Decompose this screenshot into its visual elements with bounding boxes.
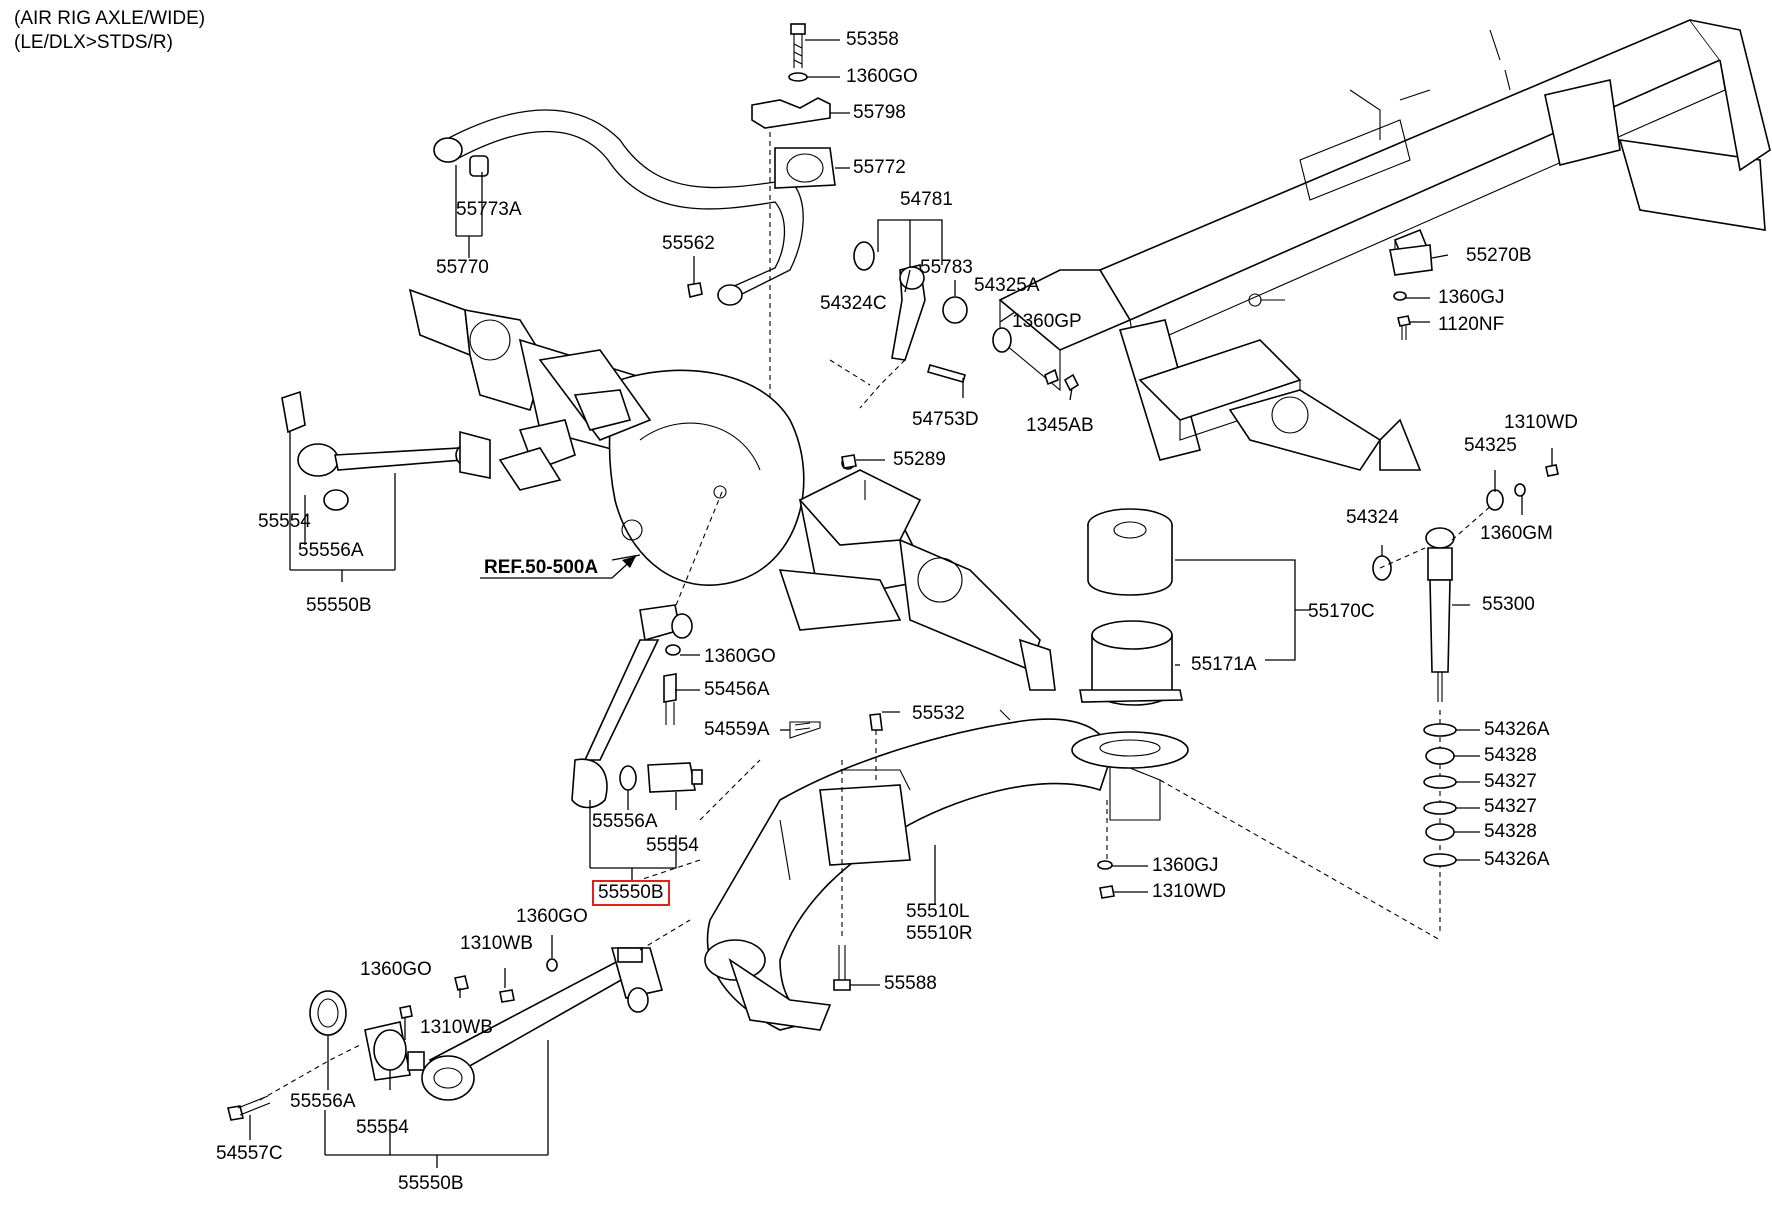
- part-label-54781[interactable]: 54781: [900, 189, 953, 210]
- diagram-title-line2: (LE/DLX>STDS/R): [14, 32, 173, 53]
- part-label-1310wb[interactable]: 1310WB: [460, 933, 533, 954]
- part-label-1120nf[interactable]: 1120NF: [1438, 314, 1505, 335]
- part-label-1360gj[interactable]: 1360GJ: [1438, 287, 1505, 308]
- part-label-55171a[interactable]: 55171A: [1191, 654, 1257, 675]
- nut-55562: [687, 282, 703, 298]
- part-label-54325a[interactable]: 54325A: [974, 275, 1040, 296]
- part-label-55798[interactable]: 55798: [853, 102, 906, 123]
- trailing-arm: [639, 709, 1441, 1031]
- part-label-55554[interactable]: 55554: [646, 835, 699, 856]
- part-label-55510r[interactable]: 55510R: [906, 923, 973, 944]
- part-label-1310wb[interactable]: 1310WB: [420, 1017, 493, 1038]
- diagram-title-line1: (AIR RIG AXLE/WIDE): [14, 8, 206, 29]
- part-label-55783[interactable]: 55783: [920, 257, 973, 278]
- part-label-55588[interactable]: 55588: [884, 973, 937, 994]
- part-label-1310wd[interactable]: 1310WD: [1152, 881, 1226, 902]
- part-label-54327[interactable]: 54327: [1484, 796, 1537, 817]
- part-label-55300[interactable]: 55300: [1482, 594, 1535, 615]
- part-label-55170c[interactable]: 55170C: [1308, 601, 1375, 622]
- part-label-1360go[interactable]: 1360GO: [846, 66, 918, 87]
- part-label-1360gp[interactable]: 1360GP: [1012, 311, 1082, 332]
- part-label-55550b[interactable]: 55550B: [398, 1173, 464, 1194]
- air-spring: [1071, 508, 1189, 769]
- part-label-54328[interactable]: 54328: [1484, 821, 1537, 842]
- stabilizer-bar: [433, 109, 804, 306]
- part-label-55556a[interactable]: 55556A: [592, 811, 658, 832]
- part-label-55550b[interactable]: 55550B: [306, 595, 372, 616]
- part-label-54324c[interactable]: 54324C: [820, 293, 887, 314]
- upper-control-arm: [571, 604, 821, 809]
- lateral-rod-lower: [227, 919, 691, 1121]
- stabilizer-link: [829, 241, 1080, 409]
- part-label-1360go[interactable]: 1360GO: [360, 959, 432, 980]
- part-label-54557c[interactable]: 54557C: [216, 1143, 283, 1164]
- part-label-55270b[interactable]: 55270B: [1466, 245, 1532, 266]
- leader-lines: [249, 39, 1553, 1168]
- part-label-55773a[interactable]: 55773A: [456, 199, 522, 220]
- part-label-1345ab[interactable]: 1345AB: [1026, 415, 1094, 436]
- shock-absorber: [1372, 464, 1559, 935]
- part-label-55562[interactable]: 55562: [662, 233, 715, 254]
- part-label-54325[interactable]: 54325: [1464, 435, 1517, 456]
- part-label-1360go[interactable]: 1360GO: [516, 906, 588, 927]
- part-label-1360go[interactable]: 1360GO: [704, 646, 776, 667]
- part-label-1360gm[interactable]: 1360GM: [1480, 523, 1553, 544]
- vehicle-frame: [998, 19, 1771, 471]
- part-label-55554[interactable]: 55554: [258, 511, 311, 532]
- part-label-55532[interactable]: 55532: [912, 703, 965, 724]
- part-label-54559a[interactable]: 54559A: [704, 719, 770, 740]
- part-label-54328[interactable]: 54328: [1484, 745, 1537, 766]
- hardware-misc: [833, 454, 1115, 991]
- part-label-55772[interactable]: 55772: [853, 157, 906, 178]
- part-label-54753d[interactable]: 54753D: [912, 409, 979, 430]
- reference-label[interactable]: REF.50-500A: [484, 557, 599, 578]
- part-label-55556a[interactable]: 55556A: [298, 540, 364, 561]
- ref-arrow: [480, 555, 637, 579]
- axle-housing: [408, 288, 1056, 701]
- part-label-55556a[interactable]: 55556A: [290, 1091, 356, 1112]
- part-label-55358[interactable]: 55358: [846, 29, 899, 50]
- part-label-54324[interactable]: 54324: [1346, 507, 1399, 528]
- bar-clamp-assembly: [751, 23, 836, 460]
- lateral-rod-upper: [281, 390, 562, 511]
- part-label-54327[interactable]: 54327: [1484, 771, 1537, 792]
- part-label-1360gj[interactable]: 1360GJ: [1152, 855, 1219, 876]
- part-label-55456a[interactable]: 55456A: [704, 679, 770, 700]
- part-label-54326a[interactable]: 54326A: [1484, 849, 1550, 870]
- frame-bracket: [1389, 244, 1433, 340]
- part-label-55510l[interactable]: 55510L: [906, 901, 970, 922]
- part-label-54326a[interactable]: 54326A: [1484, 719, 1550, 740]
- part-label-55550b-highlighted[interactable]: 55550B: [592, 880, 670, 906]
- part-label-1310wd[interactable]: 1310WD: [1504, 412, 1578, 433]
- part-label-55770[interactable]: 55770: [436, 257, 489, 278]
- part-label-55289[interactable]: 55289: [893, 449, 946, 470]
- part-label-55554[interactable]: 55554: [356, 1117, 409, 1138]
